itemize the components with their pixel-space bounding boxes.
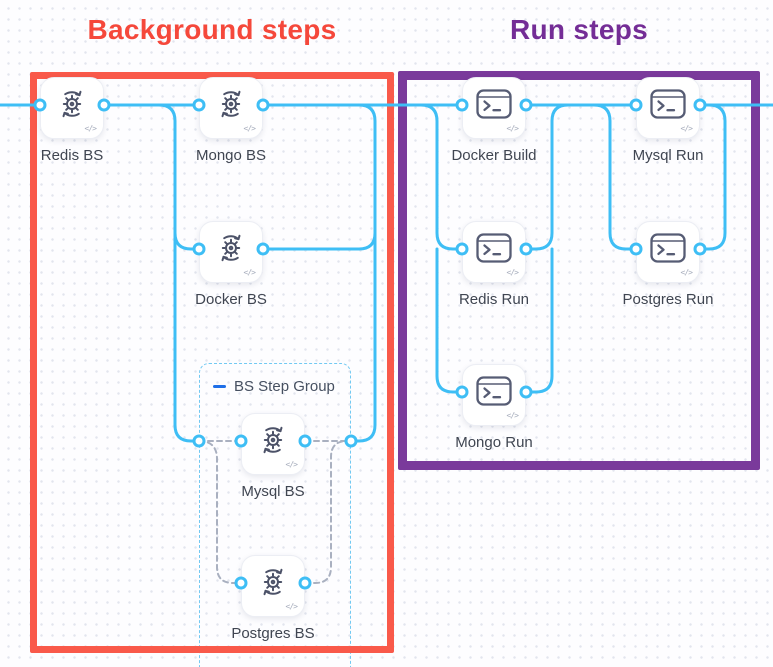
port-mongo-bs-in[interactable]	[192, 98, 206, 112]
port-mysql-run-out[interactable]	[693, 98, 707, 112]
edge-group-to-postgresbs	[198, 440, 242, 584]
node-mysql-bs[interactable]: </> Mysql BS	[241, 413, 305, 500]
port-group-out[interactable]	[344, 434, 358, 448]
port-mongo-run-in[interactable]	[455, 385, 469, 399]
port-docker-bs-out[interactable]	[256, 242, 270, 256]
node-card[interactable]: </>	[40, 77, 104, 139]
port-postgres-run-in[interactable]	[629, 242, 643, 256]
node-label: Redis BS	[40, 147, 104, 164]
node-label: Redis Run	[458, 291, 530, 308]
port-redis-run-in[interactable]	[455, 242, 469, 256]
code-badge-icon: </>	[84, 124, 97, 133]
code-badge-icon: </>	[506, 411, 519, 420]
bs-step-group[interactable]: BS Step Group	[199, 363, 351, 667]
node-docker-bs[interactable]: </> Docker BS	[195, 221, 267, 308]
bs-step-group-label: BS Step Group	[234, 378, 335, 395]
code-badge-icon: </>	[285, 460, 298, 469]
edge-split-to-redisrun	[419, 103, 464, 251]
port-docker-build-out[interactable]	[519, 98, 533, 112]
background-steps-annotation-box	[30, 72, 394, 653]
collapse-dash-icon[interactable]	[213, 385, 226, 388]
edge-dockerbs-merge	[261, 215, 377, 251]
port-redis-bs-in[interactable]	[33, 98, 47, 112]
port-group-in[interactable]	[192, 434, 206, 448]
edge-redisrun-merge	[524, 103, 574, 251]
node-card[interactable]: </>	[636, 77, 700, 139]
code-badge-icon: </>	[243, 268, 256, 277]
port-redis-bs-out[interactable]	[97, 98, 111, 112]
node-label: Docker BS	[195, 291, 267, 308]
node-label: Mongo Run	[455, 434, 533, 451]
edge-postgresrun-merge	[698, 103, 727, 251]
background-steps-title: Background steps	[87, 14, 337, 45]
edge-postgresbs-to-group	[304, 440, 352, 584]
node-label: Postgres BS	[231, 625, 315, 642]
node-postgres-bs[interactable]: </> Postgres BS	[231, 555, 315, 642]
edge-split-to-group	[157, 103, 201, 443]
edge-split-to-mongorun	[435, 247, 464, 394]
edge-group-merge	[349, 103, 377, 443]
edge-split-to-postgresrun	[592, 103, 638, 251]
run-steps-annotation-box	[398, 71, 760, 470]
port-postgres-bs-out[interactable]	[298, 576, 312, 590]
node-label: Mongo BS	[195, 147, 267, 164]
node-label: Postgres Run	[622, 291, 714, 308]
code-badge-icon: </>	[506, 124, 519, 133]
port-postgres-bs-in[interactable]	[234, 576, 248, 590]
port-mysql-bs-in[interactable]	[234, 434, 248, 448]
run-steps-title: Run steps	[509, 14, 649, 45]
node-label: Mysql Run	[632, 147, 704, 164]
bs-step-group-header: BS Step Group	[213, 378, 335, 395]
node-redis-bs[interactable]: </> Redis BS	[40, 77, 104, 164]
port-mysql-run-in[interactable]	[629, 98, 643, 112]
node-card[interactable]: </>	[241, 555, 305, 617]
port-docker-build-in[interactable]	[455, 98, 469, 112]
port-mongo-run-out[interactable]	[519, 385, 533, 399]
port-mysql-bs-out[interactable]	[298, 434, 312, 448]
node-label: Mysql BS	[241, 483, 305, 500]
node-mongo-run[interactable]: </> Mongo Run	[455, 364, 533, 451]
code-badge-icon: </>	[506, 268, 519, 277]
node-card[interactable]: </>	[636, 221, 700, 283]
port-mongo-bs-out[interactable]	[256, 98, 270, 112]
node-card[interactable]: </>	[199, 221, 263, 283]
node-mysql-run[interactable]: </> Mysql Run	[633, 77, 703, 164]
code-badge-icon: </>	[285, 602, 298, 611]
code-badge-icon: </>	[680, 124, 693, 133]
node-label: Docker Build	[451, 147, 537, 164]
code-badge-icon: </>	[243, 124, 256, 133]
node-card[interactable]: </>	[462, 364, 526, 426]
edge-split-to-dockerbs	[173, 215, 201, 251]
edge-mongorun-merge	[524, 247, 554, 394]
port-redis-run-out[interactable]	[519, 242, 533, 256]
node-mongo-bs[interactable]: </> Mongo BS	[196, 77, 266, 164]
port-docker-bs-in[interactable]	[192, 242, 206, 256]
code-badge-icon: </>	[680, 268, 693, 277]
node-postgres-run[interactable]: </> Postgres Run	[623, 221, 713, 308]
port-postgres-run-out[interactable]	[693, 242, 707, 256]
